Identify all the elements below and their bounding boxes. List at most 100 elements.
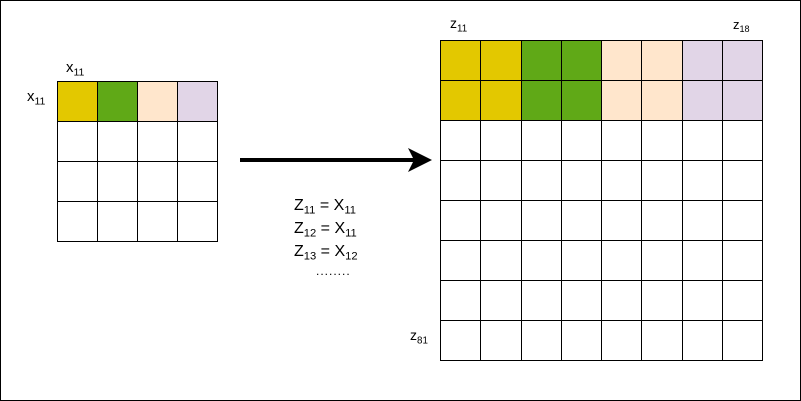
output-matrix-cell bbox=[642, 241, 683, 281]
output-matrix-cell bbox=[602, 321, 643, 361]
output-matrix-cell bbox=[602, 81, 643, 121]
output-matrix-cell bbox=[682, 81, 723, 121]
output-matrix-cell bbox=[521, 81, 562, 121]
equation: Z13 = X12 bbox=[294, 243, 358, 263]
output-matrix-cell bbox=[521, 201, 562, 241]
output-matrix-cell bbox=[441, 281, 482, 321]
output-matrix-cell bbox=[642, 321, 683, 361]
input-matrix-cell bbox=[178, 82, 218, 122]
output-matrix-cell bbox=[441, 41, 482, 81]
output-matrix-row bbox=[441, 161, 763, 201]
output-matrix-cell bbox=[481, 201, 522, 241]
output-matrix-cell bbox=[521, 121, 562, 161]
output-matrix-cell bbox=[441, 121, 482, 161]
output-matrix-cell bbox=[722, 81, 763, 121]
output-matrix-cell bbox=[521, 321, 562, 361]
output-matrix-cell bbox=[481, 121, 522, 161]
output-matrix-grid bbox=[440, 40, 763, 361]
output-matrix-cell bbox=[441, 201, 482, 241]
output-matrix-cell bbox=[441, 161, 482, 201]
input-matrix-cell bbox=[98, 82, 138, 122]
output-matrix-cell bbox=[722, 121, 763, 161]
output-matrix-cell bbox=[481, 281, 522, 321]
output-matrix-row bbox=[441, 121, 763, 161]
input-matrix-row bbox=[58, 82, 218, 122]
output-matrix-cell bbox=[682, 201, 723, 241]
output-matrix-cell bbox=[682, 41, 723, 81]
output-matrix-cell bbox=[521, 281, 562, 321]
big-grid-bottom-left-label: z81 bbox=[410, 327, 428, 347]
transform-arrow bbox=[240, 148, 432, 172]
output-matrix-row bbox=[441, 81, 763, 121]
output-matrix-cell bbox=[602, 241, 643, 281]
output-matrix-cell bbox=[642, 121, 683, 161]
output-matrix-cell bbox=[602, 201, 643, 241]
output-matrix-cell bbox=[481, 41, 522, 81]
output-matrix-cell bbox=[561, 321, 602, 361]
input-matrix-grid bbox=[57, 81, 218, 242]
output-matrix-cell bbox=[521, 161, 562, 201]
output-matrix-cell bbox=[642, 201, 683, 241]
input-matrix-cell bbox=[58, 82, 98, 122]
output-matrix-cell bbox=[561, 241, 602, 281]
output-matrix-row bbox=[441, 281, 763, 321]
output-matrix-cell bbox=[481, 321, 522, 361]
output-matrix-cell bbox=[441, 241, 482, 281]
equation: Z12 = X11 bbox=[294, 220, 357, 240]
output-matrix-cell bbox=[722, 241, 763, 281]
output-matrix-cell bbox=[561, 161, 602, 201]
output-matrix-cell bbox=[481, 81, 522, 121]
input-matrix-cell bbox=[58, 122, 98, 162]
output-matrix-row bbox=[441, 41, 763, 81]
input-matrix-cell bbox=[178, 122, 218, 162]
equation-ellipsis: ........ bbox=[316, 264, 351, 278]
output-matrix-cell bbox=[561, 41, 602, 81]
output-matrix-cell bbox=[682, 281, 723, 321]
output-matrix-cell bbox=[561, 201, 602, 241]
input-matrix-cell bbox=[98, 122, 138, 162]
input-matrix-row bbox=[58, 122, 218, 162]
input-matrix-cell bbox=[138, 162, 178, 202]
output-matrix-cell bbox=[602, 161, 643, 201]
input-matrix-cell bbox=[178, 162, 218, 202]
output-matrix-cell bbox=[441, 81, 482, 121]
output-matrix-cell bbox=[722, 281, 763, 321]
output-matrix-row bbox=[441, 241, 763, 281]
output-matrix-cell bbox=[722, 201, 763, 241]
input-matrix-cell bbox=[98, 162, 138, 202]
input-matrix-cell bbox=[138, 202, 178, 242]
output-matrix-cell bbox=[642, 161, 683, 201]
output-matrix-cell bbox=[521, 241, 562, 281]
output-matrix-row bbox=[441, 201, 763, 241]
output-matrix-cell bbox=[682, 321, 723, 361]
output-matrix-cell bbox=[642, 81, 683, 121]
big-grid-top-right-label: z18 bbox=[733, 17, 750, 35]
small-grid-side-label: x11 bbox=[27, 88, 46, 108]
output-matrix-cell bbox=[682, 241, 723, 281]
input-matrix-row bbox=[58, 162, 218, 202]
input-matrix-cell bbox=[138, 82, 178, 122]
input-matrix-cell bbox=[98, 202, 138, 242]
equation: Z11 = X11 bbox=[294, 197, 356, 217]
output-matrix-cell bbox=[602, 281, 643, 321]
output-matrix-cell bbox=[642, 41, 683, 81]
output-matrix-cell bbox=[682, 121, 723, 161]
input-matrix-cell bbox=[58, 202, 98, 242]
output-matrix-cell bbox=[722, 41, 763, 81]
output-matrix-cell bbox=[602, 41, 643, 81]
input-matrix-cell bbox=[58, 162, 98, 202]
output-matrix-cell bbox=[441, 321, 482, 361]
output-matrix-cell bbox=[561, 121, 602, 161]
input-matrix-cell bbox=[178, 202, 218, 242]
output-matrix-cell bbox=[561, 281, 602, 321]
output-matrix-cell bbox=[642, 281, 683, 321]
big-grid-top-left-label: z11 bbox=[450, 15, 468, 35]
output-matrix-cell bbox=[682, 161, 723, 201]
output-matrix-cell bbox=[521, 41, 562, 81]
input-matrix-row bbox=[58, 202, 218, 242]
output-matrix-cell bbox=[722, 321, 763, 361]
small-grid-top-label: x11 bbox=[66, 59, 85, 79]
output-matrix-cell bbox=[602, 121, 643, 161]
output-matrix-row bbox=[441, 321, 763, 361]
